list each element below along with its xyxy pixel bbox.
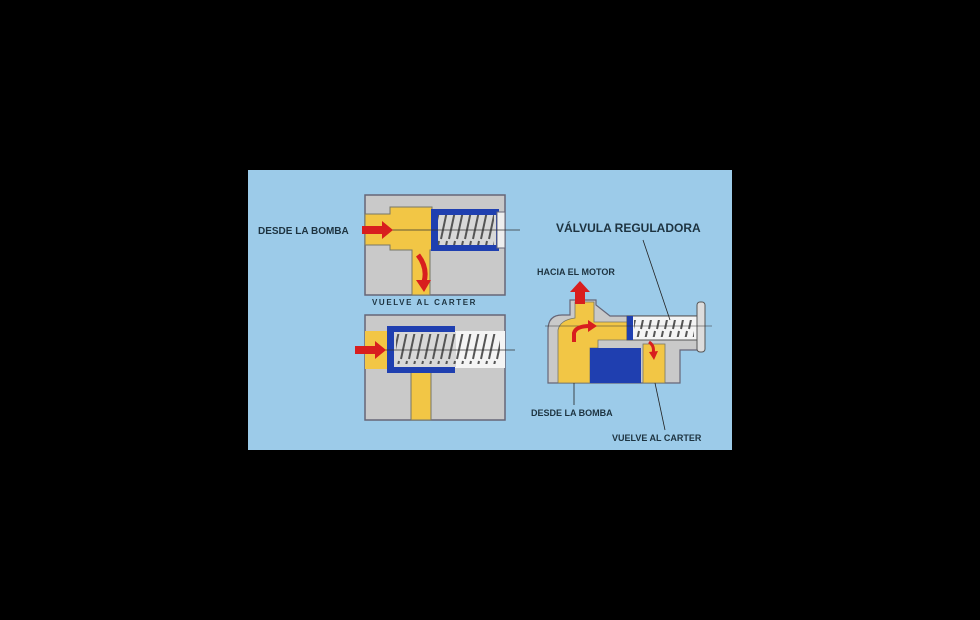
- to-engine-label: HACIA EL MOTOR: [537, 267, 615, 277]
- spring-icon: [396, 334, 500, 364]
- top-valve-closed: [362, 194, 520, 296]
- up-arrow-icon: [570, 281, 590, 304]
- regulator-assembly: [545, 239, 712, 431]
- leader-line: [642, 239, 671, 321]
- top-return-label: VUELVE AL CARTER: [372, 298, 477, 307]
- assembly-return-label: VUELVE AL CARTER: [612, 433, 702, 443]
- end-cap: [696, 301, 706, 353]
- bottom-valve-open: [355, 314, 515, 421]
- oil-pump-block: [590, 348, 641, 383]
- top-inlet-label: DESDE LA BOMBA: [258, 226, 349, 237]
- assembly-inlet-label: DESDE LA BOMBA: [531, 408, 613, 418]
- inlet-arrow-icon: [362, 221, 393, 239]
- return-passage: [642, 343, 666, 384]
- flow-arrow-icon: [572, 324, 591, 342]
- assembly-title: VÁLVULA REGULADORA: [556, 220, 701, 235]
- leader-line: [654, 382, 666, 431]
- spring-icon: [634, 320, 694, 337]
- inlet-arrow-icon: [355, 341, 386, 359]
- return-arrow-icon: [415, 253, 428, 283]
- oil-outlet: [410, 369, 432, 421]
